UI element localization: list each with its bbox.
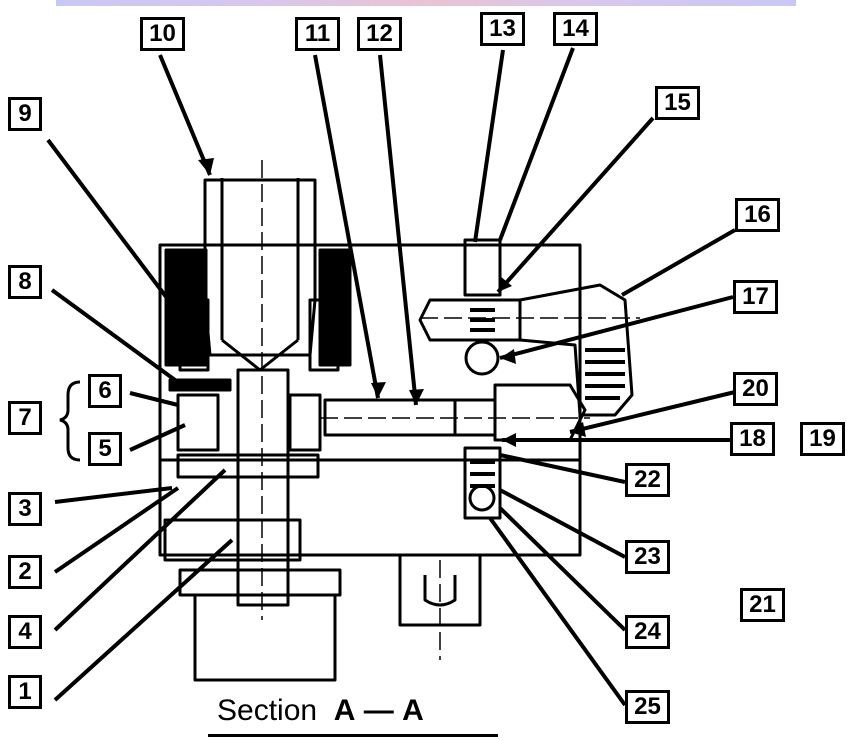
leader-15: [496, 116, 655, 294]
callout-1: 1: [8, 675, 42, 709]
leader-9: [46, 138, 184, 320]
leader-23: [499, 488, 626, 559]
callout-5: 5: [88, 432, 122, 466]
arrowhead-17: [500, 349, 516, 364]
leader-20: [569, 390, 736, 434]
arrowhead-10: [198, 158, 214, 175]
valve-spring: [470, 308, 495, 332]
callout-24: 24: [625, 615, 670, 649]
callout-13: 13: [480, 12, 525, 46]
arrowhead-12: [409, 389, 424, 405]
bearing-right: [288, 393, 322, 452]
leader-25: [488, 516, 627, 707]
callout-19: 19: [800, 422, 845, 456]
lower-valve-bore: [463, 446, 502, 520]
callout-9: 9: [8, 97, 42, 131]
callout-21: 21: [740, 588, 785, 622]
section-caption: Section A — A: [217, 694, 424, 728]
elbow-fitting: [518, 283, 634, 417]
port-bore: [423, 575, 457, 607]
callout-20: 20: [733, 372, 778, 406]
leader-10: [158, 54, 212, 176]
lower-housing-left: [163, 518, 302, 562]
seal-ring-right: [308, 298, 340, 372]
leader-8: [50, 288, 177, 382]
lower-ball: [468, 484, 496, 512]
washer-top: [168, 378, 232, 392]
leader-6: [129, 391, 179, 407]
leader-4: [53, 468, 227, 632]
leader-5: [129, 423, 186, 452]
leader-12: [378, 54, 418, 406]
callout-22: 22: [625, 463, 670, 497]
leader-16: [621, 228, 736, 297]
brace-7: [59, 380, 81, 462]
bottom-boss: [193, 593, 337, 682]
arrowhead-15: [498, 276, 512, 292]
caption-section-to: A: [402, 694, 424, 727]
callout-11: 11: [295, 17, 340, 51]
callout-25: 25: [625, 690, 670, 724]
leader-2: [53, 486, 180, 574]
check-ball: [464, 340, 500, 376]
lower-spring: [470, 460, 495, 488]
valve-plug-top: [463, 238, 502, 297]
caption-underline: [208, 734, 498, 737]
callout-15: 15: [655, 86, 700, 120]
callout-16: 16: [735, 198, 780, 232]
leader-11: [313, 54, 380, 399]
leader-24: [498, 506, 627, 632]
seal-ring-left: [178, 298, 210, 372]
leader-1: [53, 538, 234, 702]
leader-22: [499, 453, 626, 484]
main-shaft: [236, 368, 290, 607]
callout-17: 17: [733, 280, 778, 314]
elbow-thread: [585, 348, 625, 400]
bottom-plate: [178, 568, 342, 597]
callout-14: 14: [553, 12, 598, 46]
leader-13: [473, 49, 505, 243]
callout-12: 12: [357, 17, 402, 51]
gear-collar: [176, 453, 320, 479]
valve-body: [418, 298, 522, 342]
callout-8: 8: [8, 265, 42, 299]
stem-body: [493, 383, 587, 442]
arrowhead-11: [371, 382, 386, 398]
callout-18: 18: [730, 422, 775, 456]
callout-10: 10: [140, 17, 185, 51]
bearing-left: [176, 393, 220, 452]
leader-3: [54, 486, 173, 504]
housing-wall-right: [318, 248, 352, 367]
caption-text: Section: [217, 694, 318, 727]
callout-7: 7: [8, 401, 42, 435]
leader-14: [498, 47, 575, 241]
arrowhead-9: [170, 301, 185, 318]
caption-section-from: A: [333, 694, 356, 727]
callout-6: 6: [88, 374, 122, 408]
caption-dash: —: [363, 694, 394, 727]
callout-4: 4: [8, 615, 42, 649]
callout-23: 23: [625, 540, 670, 574]
arrowhead-20: [570, 422, 586, 437]
leader-17: [499, 295, 734, 360]
arrowhead-18: [502, 433, 516, 447]
callout-3: 3: [8, 492, 42, 526]
top-band: [56, 0, 796, 6]
callout-2: 2: [8, 555, 42, 589]
